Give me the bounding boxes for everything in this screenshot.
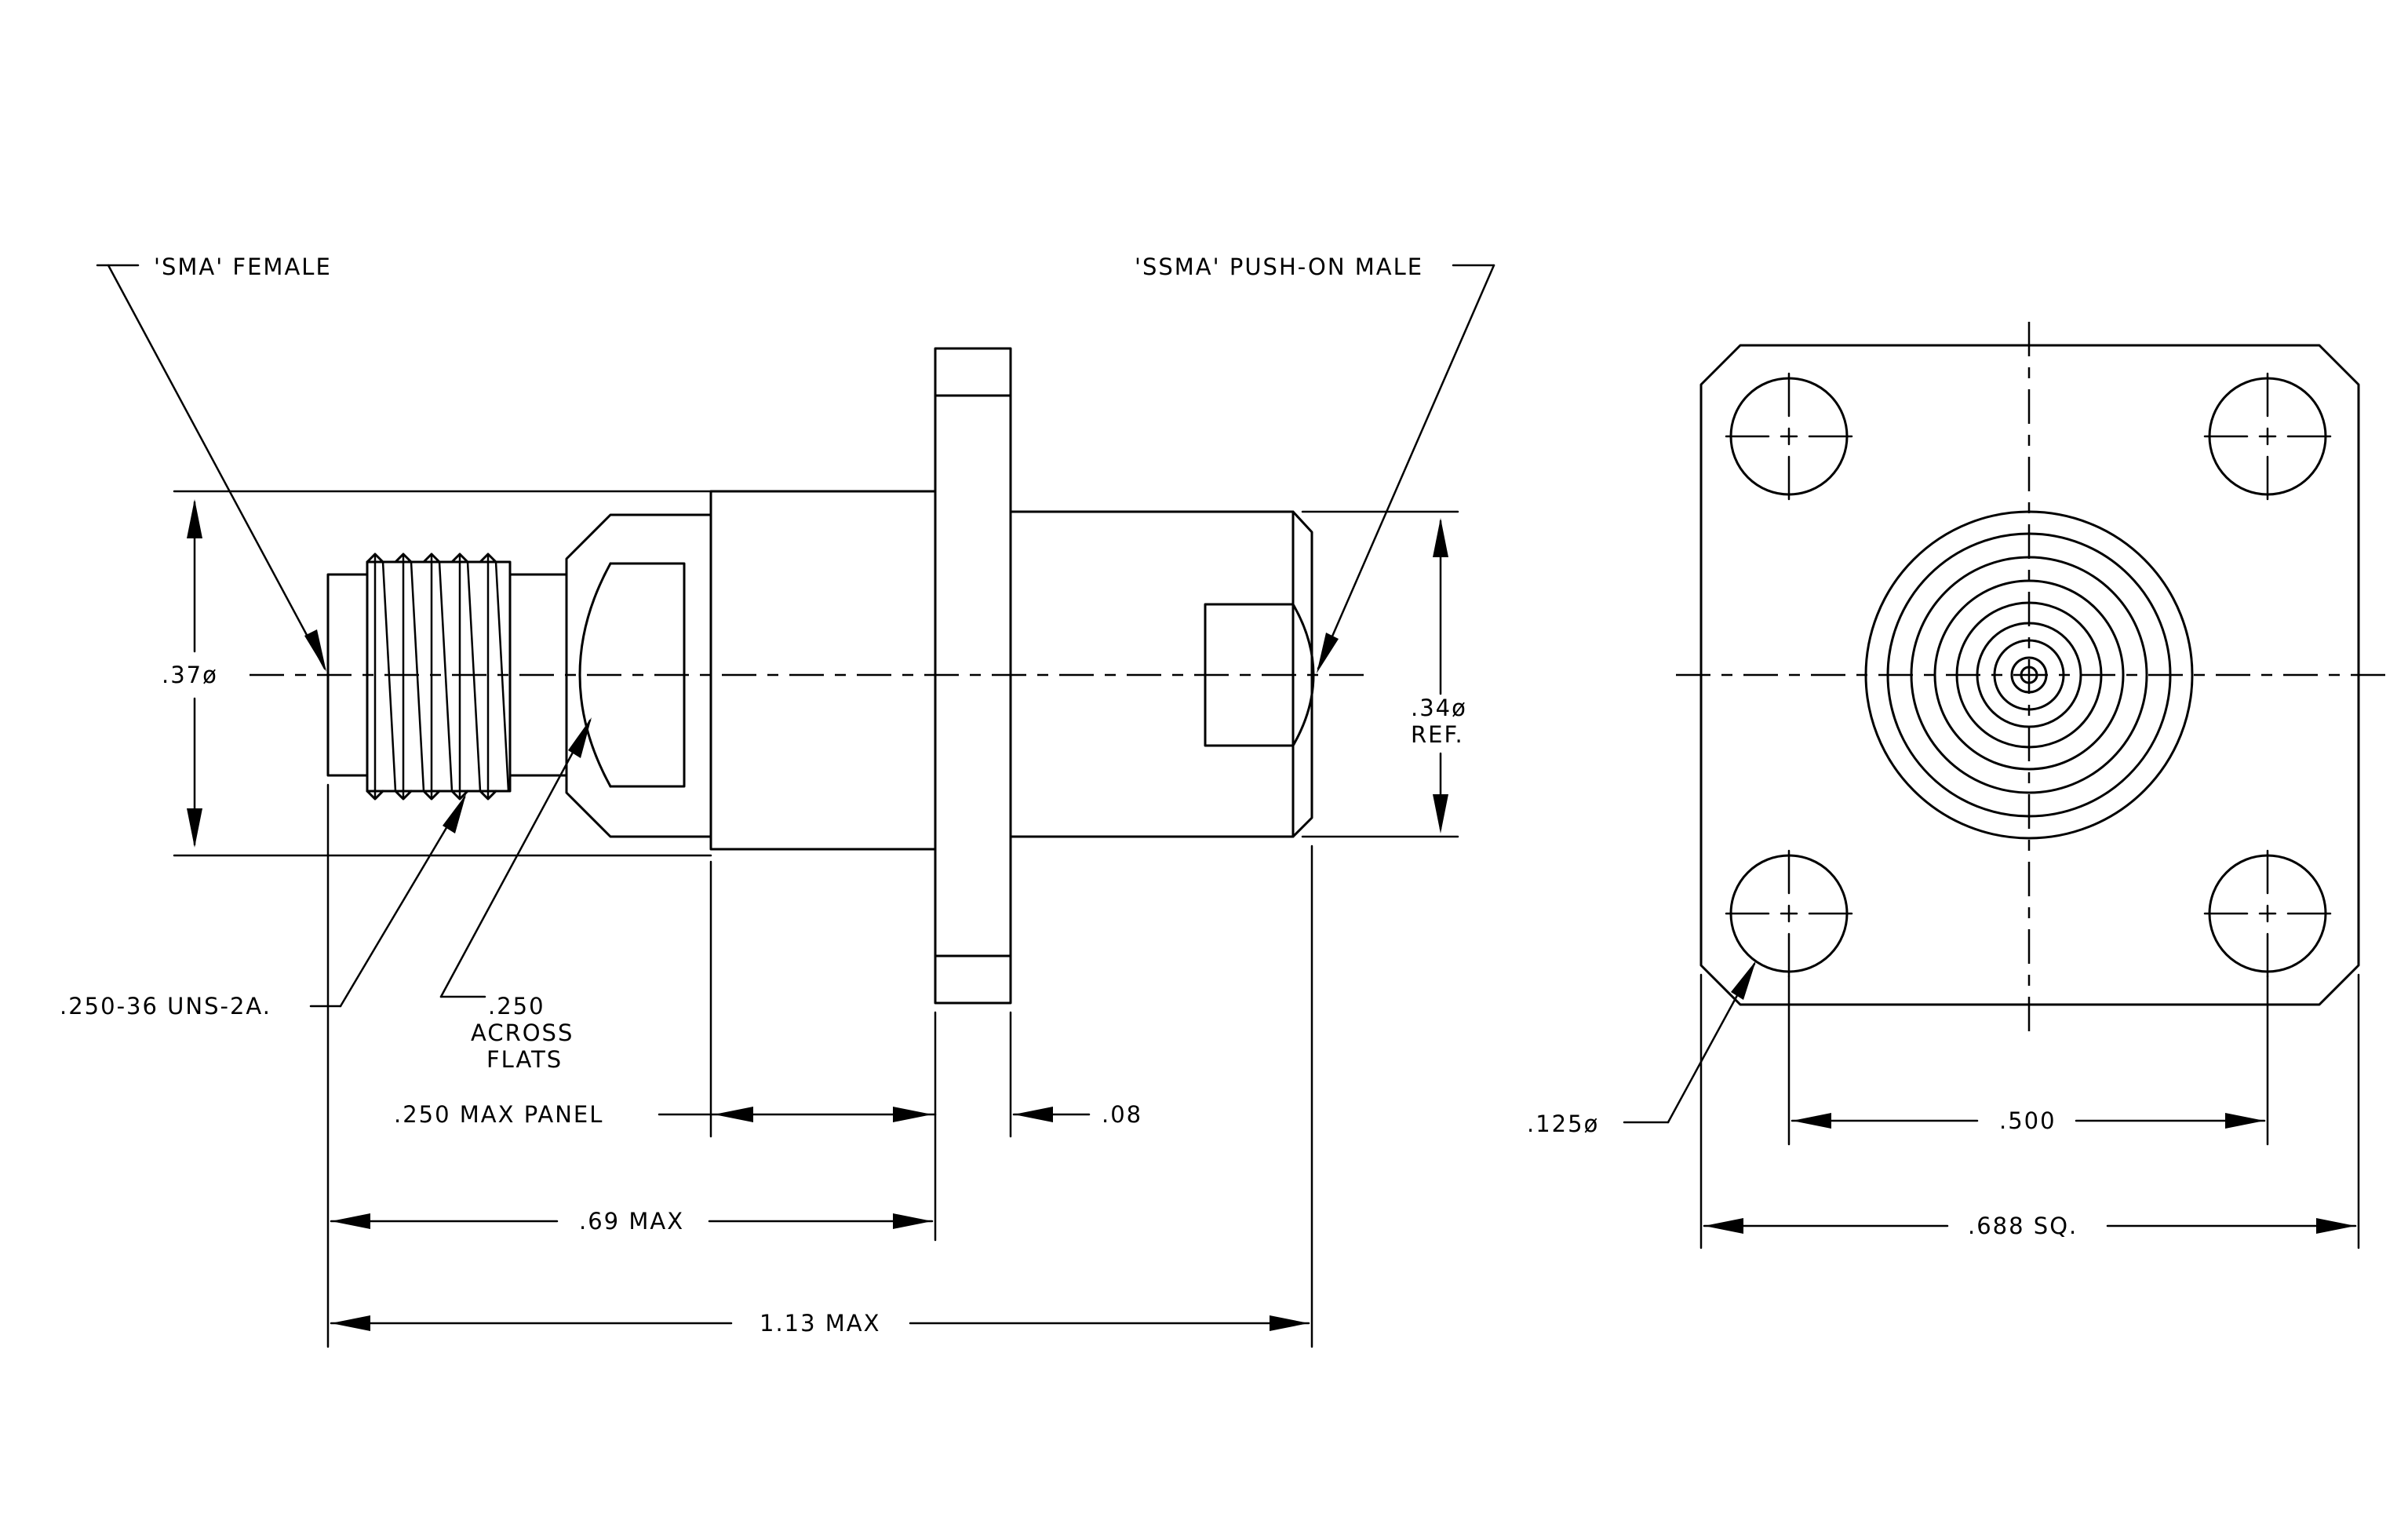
center-pin (2020, 666, 2038, 684)
connector-face-rings (1864, 510, 2194, 840)
callout-hole-dia-label: .125ø (1527, 1111, 1599, 1137)
dim-hole-spacing-label: .500 (1999, 1107, 2056, 1134)
dim-len-069-label: .69 MAX (579, 1208, 684, 1235)
callout-ssma-male: 'SSMA' PUSH-ON MALE (1135, 254, 1495, 673)
callout-thread-label: .250-36 UNS-2A. (60, 993, 271, 1019)
dim-flange-thk-label: .08 (1102, 1101, 1142, 1128)
dim-len-069: .69 MAX (330, 1208, 934, 1235)
callout-sma-female: 'SMA' FEMALE (96, 254, 332, 672)
dim-body-dia-label: .37ø (162, 662, 218, 688)
callout-sma-female-label: 'SMA' FEMALE (154, 254, 332, 280)
dim-len-113: 1.13 MAX (330, 1310, 1310, 1337)
callout-across-flats-3: FLATS (486, 1046, 563, 1073)
ssma-male-body (1009, 510, 1315, 838)
dim-max-panel-label: .250 MAX PANEL (394, 1101, 603, 1128)
connector-body (709, 490, 937, 851)
dim-flange-square-label: .688 SQ. (1968, 1213, 2078, 1239)
callout-across-flats-1: .250 (488, 993, 545, 1019)
dim-flange-square: .688 SQ. (1703, 1213, 2357, 1239)
flange-side (934, 347, 1012, 1005)
dim-hole-spacing: .500 (1791, 1107, 2266, 1134)
dim-male-dia-ref: REF. (1411, 721, 1464, 748)
flange-square (1699, 344, 2360, 1006)
callout-across-flats-2: ACROSS (471, 1019, 574, 1046)
side-view: .37ø .34ø REF. .250 MAX PANEL .08 (60, 254, 1495, 1348)
dim-male-dia: .34ø REF. (1411, 518, 1467, 833)
front-view: .500 .688 SQ. .125ø (1527, 322, 2392, 1249)
dim-panel: .250 MAX PANEL .08 (394, 1101, 1142, 1128)
sma-thread-section (326, 553, 568, 801)
callout-thread: .250-36 UNS-2A. (60, 794, 466, 1019)
callout-ssma-male-label: 'SSMA' PUSH-ON MALE (1135, 254, 1423, 280)
dim-body-dia: .37ø (162, 499, 218, 848)
callout-across-flats: .250 ACROSS FLATS (439, 717, 592, 1073)
mounting-holes (1725, 372, 2332, 978)
dim-male-dia-label: .34ø (1411, 695, 1467, 721)
extension-lines (173, 490, 1459, 1348)
callout-hole-dia: .125ø (1527, 961, 1756, 1137)
dim-len-113-label: 1.13 MAX (760, 1310, 881, 1337)
